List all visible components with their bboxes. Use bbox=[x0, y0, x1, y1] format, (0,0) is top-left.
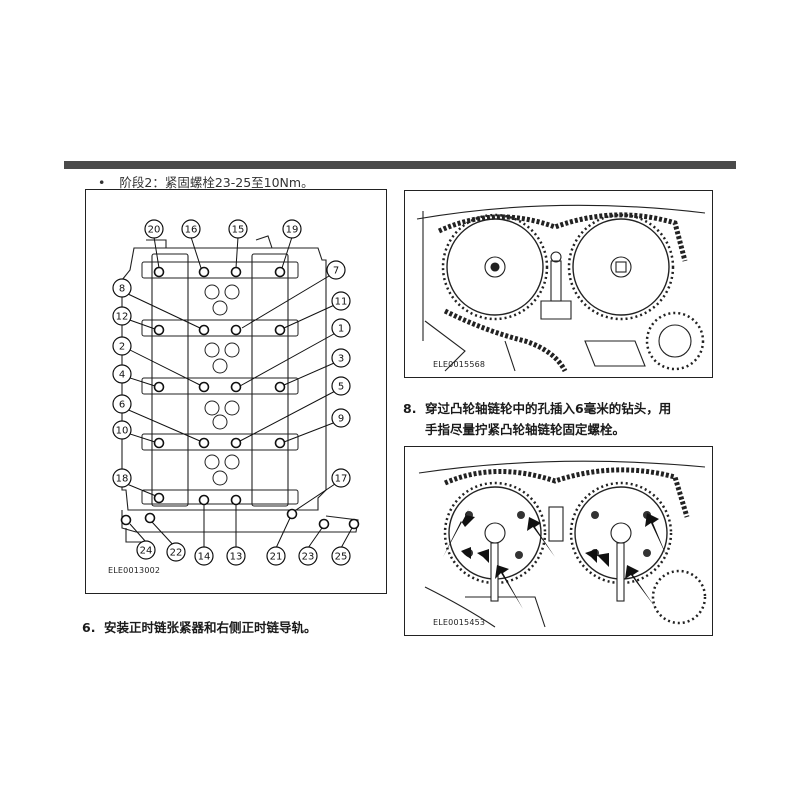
arrow-markers bbox=[443, 509, 667, 609]
step-8: 8. 穿过凸轮轴链轮中的孔插入6毫米的钻头，用 手指尽量拧紧凸轮轴链轮固定螺栓。 bbox=[403, 398, 671, 441]
bolt-callout-5: 5 bbox=[331, 376, 351, 396]
camshaft-sprocket-drawing bbox=[416, 204, 706, 373]
bolt-callout-label: 9 bbox=[338, 414, 344, 425]
bolt-callout-label: 4 bbox=[119, 370, 125, 381]
step-number: 6. bbox=[82, 620, 96, 635]
bolt-callout-label: 11 bbox=[335, 297, 348, 308]
bolt-callout-22: 22 bbox=[166, 542, 186, 562]
step-text-line2: 手指尽量拧紧凸轮轴链轮固定螺栓。 bbox=[425, 422, 626, 438]
figure-code: ELE0015568 bbox=[433, 360, 486, 369]
drill-bit-drawing bbox=[418, 460, 707, 628]
bullet-line: • 阶段2：紧固螺栓23-25至10Nm。 bbox=[98, 172, 314, 191]
bolt-callout-label: 12 bbox=[116, 312, 129, 323]
bolt-callout-21: 21 bbox=[266, 546, 286, 566]
bolt-callout-label: 23 bbox=[302, 552, 315, 563]
bolt-callout-12: 12 bbox=[112, 306, 132, 326]
bolt-callout-19: 19 bbox=[282, 219, 302, 239]
step-text: 安装正时链张紧器和右侧正时链导轨。 bbox=[104, 620, 317, 635]
bolt-callout-label: 1 bbox=[338, 324, 344, 335]
bolt-callout-3: 3 bbox=[331, 348, 351, 368]
bolt-callout-13: 13 bbox=[226, 546, 246, 566]
bolt-callout-16: 16 bbox=[181, 219, 201, 239]
bolt-callout-label: 25 bbox=[335, 552, 348, 563]
bolt-callout-label: 7 bbox=[333, 266, 339, 277]
bolt-callout-label: 13 bbox=[230, 552, 243, 563]
bolt-callout-label: 21 bbox=[270, 552, 283, 563]
bullet-text: 阶段2：紧固螺栓23-25至10Nm。 bbox=[119, 175, 314, 190]
bolt-callout-label: 5 bbox=[338, 382, 344, 393]
bolt-callout-23: 23 bbox=[298, 546, 318, 566]
bolt-callout-label: 8 bbox=[119, 284, 125, 295]
bullet-dot: • bbox=[98, 175, 106, 190]
step-6: 6. 安装正时链张紧器和右侧正时链导轨。 bbox=[82, 617, 317, 638]
bolt-callout-7: 7 bbox=[326, 260, 346, 280]
figure-code: ELE0013002 bbox=[108, 566, 161, 575]
bolt-callout-20: 20 bbox=[144, 219, 164, 239]
bolt-callout-6: 6 bbox=[112, 394, 132, 414]
bolt-callout-label: 16 bbox=[185, 225, 198, 236]
bolt-callout-10: 10 bbox=[112, 420, 132, 440]
bolt-callout-label: 3 bbox=[338, 354, 344, 365]
bolt-callout-24: 24 bbox=[136, 540, 156, 560]
bolt-callout-15: 15 bbox=[228, 219, 248, 239]
step-number: 8. bbox=[403, 401, 417, 416]
bolt-callout-label: 18 bbox=[116, 474, 129, 485]
bolt-callout-label: 14 bbox=[198, 552, 211, 563]
bolt-callout-25: 25 bbox=[331, 546, 351, 566]
bolt-callout-2: 2 bbox=[112, 336, 132, 356]
figure-code: ELE0015453 bbox=[433, 618, 486, 627]
bolt-callout-4: 4 bbox=[112, 364, 132, 384]
bolt-callout-label: 19 bbox=[286, 225, 299, 236]
bolt-callout-17: 17 bbox=[331, 468, 351, 488]
bolt-callout-label: 22 bbox=[170, 548, 183, 559]
bolt-callout-label: 20 bbox=[148, 225, 161, 236]
bolt-callout-1: 1 bbox=[331, 318, 351, 338]
bolt-callout-label: 17 bbox=[335, 474, 348, 485]
bolt-callout-label: 24 bbox=[140, 546, 153, 557]
camshaft-sprocket-figure: ELE0015568 bbox=[404, 190, 713, 378]
bolt-callout-11: 11 bbox=[331, 291, 351, 311]
bolt-callout-label: 2 bbox=[119, 342, 125, 353]
step-text-line1: 穿过凸轮轴链轮中的孔插入6毫米的钻头，用 bbox=[425, 401, 672, 416]
bolt-callout-label: 15 bbox=[232, 225, 245, 236]
bolt-callout-label: 6 bbox=[119, 400, 125, 411]
bolt-callout-18: 18 bbox=[112, 468, 132, 488]
bolt-callout-14: 14 bbox=[194, 546, 214, 566]
bolt-callout-label: 10 bbox=[116, 426, 129, 437]
bolt-callout-8: 8 bbox=[112, 278, 132, 298]
header-rule bbox=[64, 161, 736, 169]
drill-bit-insertion-figure: ELE0015453 bbox=[404, 446, 713, 636]
bolt-callout-9: 9 bbox=[331, 408, 351, 428]
